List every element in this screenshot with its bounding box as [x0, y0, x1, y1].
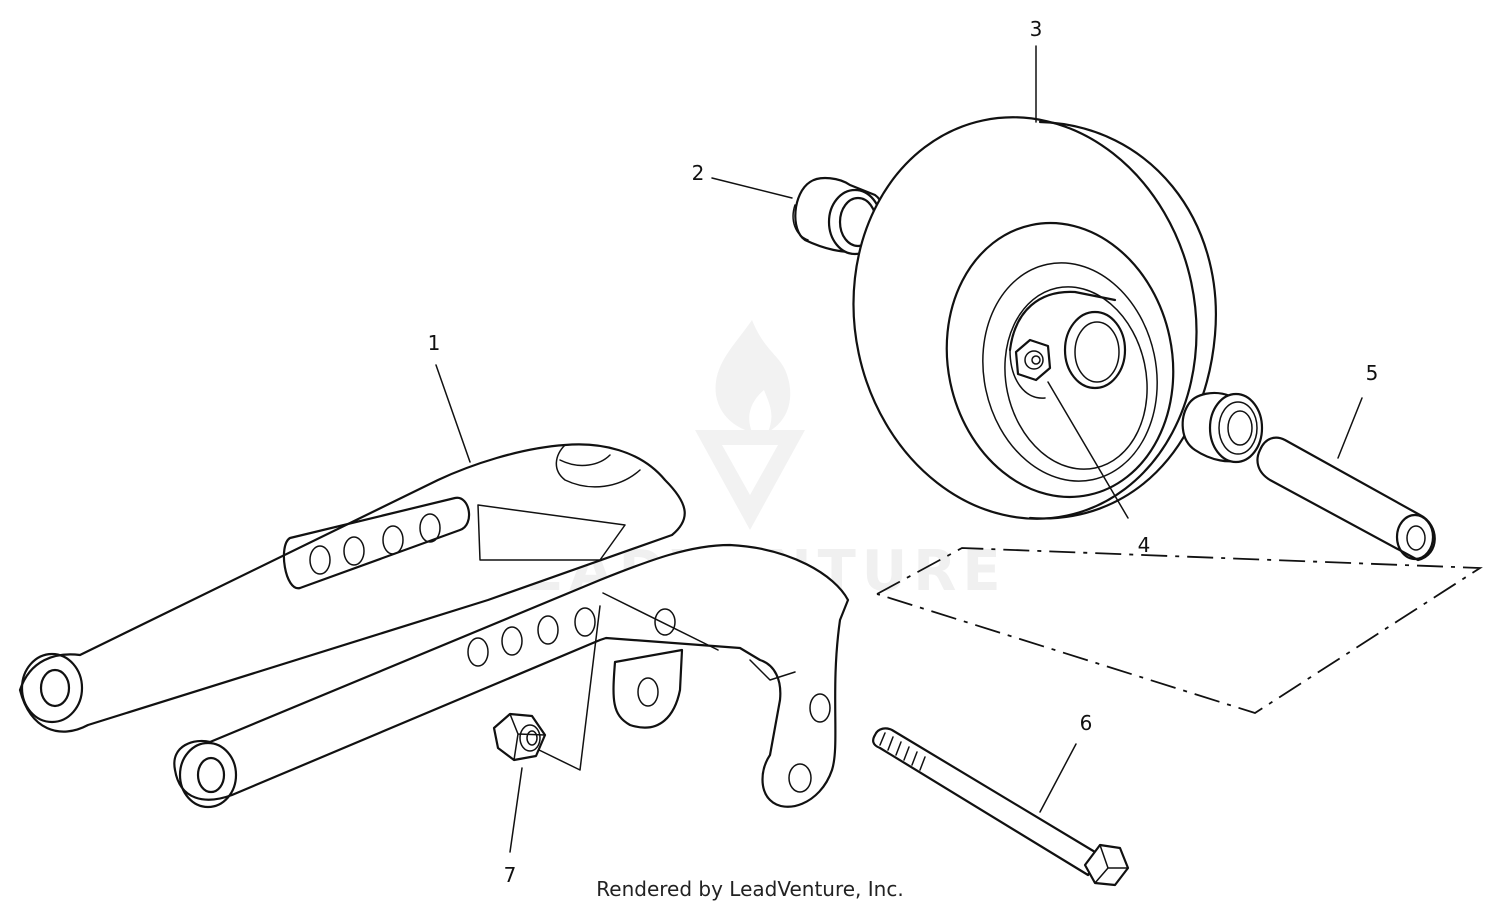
- part-3-wheel: [852, 116, 1217, 520]
- leader-7: [509, 767, 523, 853]
- leader-2: [711, 177, 793, 199]
- watermark-v-icon: [695, 430, 805, 530]
- watermark-flame-icon: [715, 320, 791, 432]
- callout-5: 5: [1366, 361, 1379, 385]
- leader-5: [1337, 397, 1363, 459]
- callout-1: 1: [428, 331, 441, 355]
- part-4-grease-fitting: [1014, 338, 1052, 382]
- leader-lines: [435, 45, 1363, 853]
- leader-4: [1047, 381, 1129, 519]
- credit-text: Rendered by LeadVenture, Inc.: [596, 877, 903, 901]
- leader-6: [1039, 743, 1077, 813]
- assembly-centerline: [876, 547, 1483, 714]
- callout-7: 7: [504, 863, 517, 887]
- leader-1: [435, 364, 471, 463]
- part-5-spacer: [1181, 391, 1436, 562]
- callouts: 1 2 3 4 5 6 7: [428, 17, 1379, 887]
- part-6-bolt: [872, 727, 1130, 887]
- callout-6: 6: [1080, 711, 1093, 735]
- part-7-nut: [492, 712, 547, 762]
- callout-3: 3: [1030, 17, 1043, 41]
- callout-2: 2: [692, 161, 705, 185]
- part-1-bracket: [18, 443, 850, 809]
- callout-4: 4: [1138, 533, 1151, 557]
